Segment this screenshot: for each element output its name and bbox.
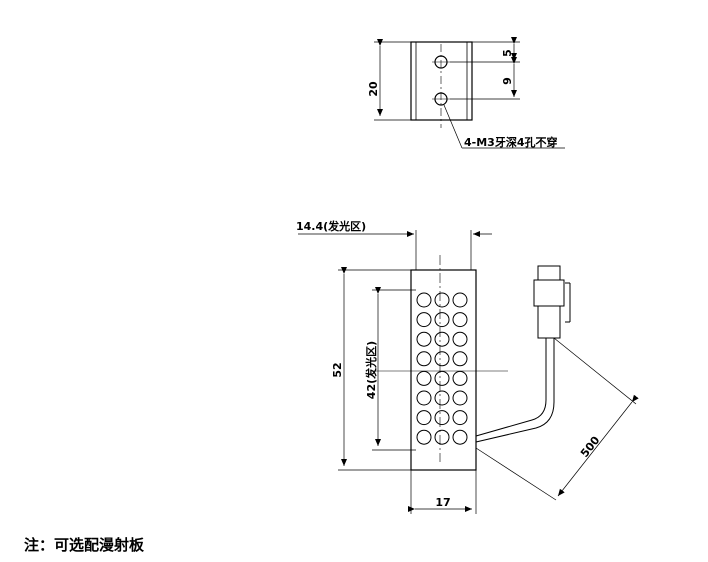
connector-body [533, 279, 565, 307]
led-r3-c3 [452, 331, 468, 347]
led-r8-c1 [416, 429, 432, 445]
dim-42-label: 42(发光区) [364, 341, 378, 399]
led-r3-c2 [434, 331, 450, 347]
dim-52-label: 52 [331, 362, 344, 377]
led-r2-c2 [434, 312, 450, 328]
led-r6-c3 [452, 390, 468, 406]
dim-500-ext-top [553, 337, 637, 405]
connector-top [537, 265, 561, 281]
led-r7-c3 [452, 410, 468, 426]
led-r1-c3 [452, 292, 468, 308]
led-r5-c2 [434, 370, 450, 386]
led-r2-c1 [416, 312, 432, 328]
led-r4-c2 [434, 351, 450, 367]
led-r4-c1 [416, 351, 432, 367]
connector-base [537, 305, 561, 339]
led-r2-c3 [452, 312, 468, 328]
dim-9-label: 9 [501, 77, 514, 85]
diffuser-note: 注：可选配漫射板 [24, 536, 145, 554]
top-view [374, 37, 565, 149]
dim-5-label: 5 [501, 49, 514, 57]
dim-500-label: 500 [578, 434, 603, 460]
led-r5-c1 [416, 370, 432, 386]
cable-lower [475, 338, 555, 443]
led-r5-c3 [452, 370, 468, 386]
front-view-body [410, 269, 477, 471]
cable-upper [475, 338, 547, 437]
led-r7-c2 [434, 410, 450, 426]
led-r6-c1 [416, 390, 432, 406]
led-r1-c2 [434, 292, 450, 308]
dim-500-ext-bottom [475, 447, 557, 501]
led-r8-c3 [452, 429, 468, 445]
led-r1-c1 [416, 292, 432, 308]
dim-20-label: 20 [367, 81, 380, 97]
callout-leader [443, 104, 463, 149]
led-grid [416, 292, 468, 445]
front-view [298, 230, 639, 514]
led-r6-c2 [434, 390, 450, 406]
dim-500-line [557, 394, 639, 497]
led-r8-c2 [434, 429, 450, 445]
led-r4-c3 [452, 351, 468, 367]
led-r3-c1 [416, 331, 432, 347]
dim-14-4-label: 14.4(发光区) [296, 219, 366, 233]
hole-callout-label: 4-M3牙深4孔不穿 [464, 135, 557, 149]
top-view-body [410, 41, 473, 121]
led-r7-c1 [416, 410, 432, 426]
dim-17-label: 17 [435, 496, 450, 509]
